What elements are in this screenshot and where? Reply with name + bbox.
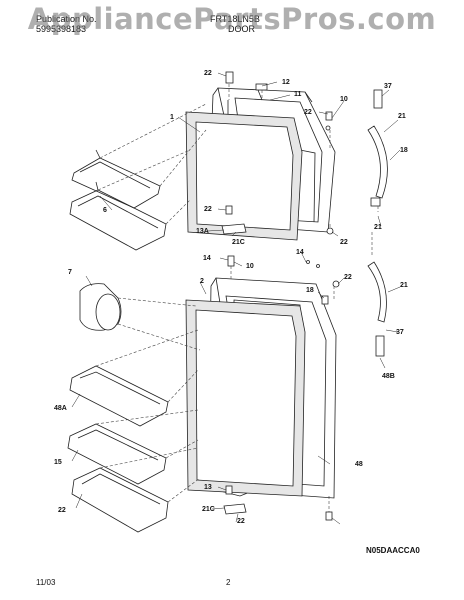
callout-22: 14	[203, 255, 211, 262]
callout-21c: 21C	[232, 239, 245, 246]
freezer-door-gasket	[185, 111, 303, 241]
callout-21c: 22	[237, 518, 245, 525]
freezer-lower-hinge	[221, 111, 334, 235]
callout-14: 14	[296, 249, 304, 256]
freezer-handle	[367, 89, 388, 207]
callout-10: 10	[340, 96, 348, 103]
publication-label: Publication No.	[36, 14, 97, 24]
fresh-food-door-shelf-48b	[69, 365, 169, 427]
callout-22: 18	[306, 287, 314, 294]
fresh-food-handle	[367, 261, 387, 357]
alignment-lines	[95, 84, 379, 512]
callout-21: 21	[398, 113, 406, 120]
callout-15: 48	[355, 461, 363, 468]
callout-22: 22	[204, 70, 212, 77]
callout-13: 21C	[202, 506, 215, 513]
watermark: AppliancePartsPros.com	[27, 2, 437, 36]
diagram-code: N05DAACCA0	[366, 546, 420, 555]
callout-13a: 13A	[196, 228, 209, 235]
callout-12: 12	[282, 79, 290, 86]
callout-48a: 15	[54, 459, 62, 466]
callout-37: 48B	[382, 373, 395, 380]
callout-37: 37	[384, 83, 392, 90]
leader-lines	[71, 72, 401, 525]
fresh-food-door-gasket	[185, 299, 306, 497]
callout-48: 22	[58, 507, 66, 514]
freezer-door-shelf-lower	[69, 181, 167, 251]
callout-22: 22	[340, 239, 348, 246]
callout-7: 7	[68, 269, 72, 276]
callout-22: 13	[204, 484, 212, 491]
publication-number: 5995398183	[36, 24, 87, 34]
dairy-door	[79, 283, 122, 331]
callout-21: 21	[374, 224, 382, 231]
section-title: DOOR	[228, 24, 255, 34]
callout-18: 18	[400, 147, 408, 154]
freezer-upper-hinge	[225, 71, 268, 91]
footer-date: 11/03	[36, 578, 56, 587]
callout-14: 10	[246, 263, 254, 270]
fresh-food-door-shelf-48a	[67, 423, 167, 485]
model-number: FRT18LN5B	[210, 14, 260, 24]
callout-2: 2	[200, 278, 204, 285]
callout-22: 22	[304, 109, 312, 116]
fresh-food-door-shelf-48	[71, 467, 169, 533]
callout-48b: 48A	[54, 405, 67, 412]
callout-21: 37	[396, 329, 404, 336]
callout-6: 6	[103, 207, 107, 214]
callout-22: 22	[204, 206, 212, 213]
page-number: 2	[226, 578, 231, 587]
callout-1: 1	[170, 114, 174, 121]
callout-10: 22	[344, 274, 352, 281]
callout-labels: 22 12 11 1 22 10 37 21 18 6 22 13A 21C 2…	[54, 70, 408, 525]
callout-11: 11	[294, 91, 302, 98]
callout-18: 21	[400, 282, 408, 289]
